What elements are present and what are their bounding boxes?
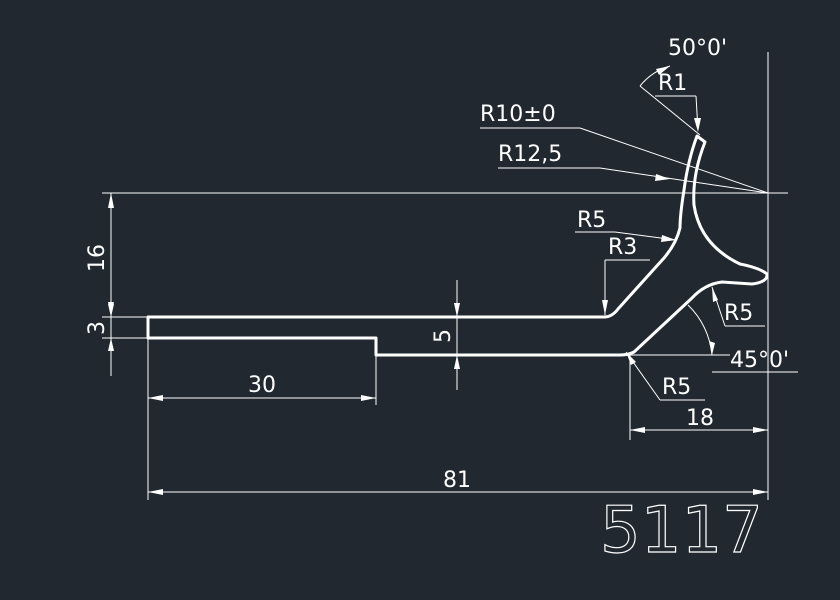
dim-arrow [148,489,163,495]
angle-leader [639,85,701,136]
dim-arrow [454,303,460,317]
dim-arrow [661,235,676,242]
angle-45-label: 45°0' [730,348,789,373]
r12-5-label: R12,5 [498,142,562,167]
part-number: 5117 [600,494,763,568]
angle-50-label: 50°0' [668,36,727,61]
dim-arrow [108,304,114,317]
dim-3-label: 3 [85,321,110,335]
r3-label: R3 [608,235,637,260]
dim-16-label: 16 [85,244,110,272]
r10-label: R10±0 [480,102,556,127]
r1-label: R1 [658,71,687,96]
dim-arrow [148,395,163,401]
dim-arrow [712,287,718,302]
dim-arrow [753,489,768,495]
dim-arrow [454,355,460,369]
dim-arrow [694,118,701,132]
dim-81-label: 81 [443,468,471,493]
r5-right-label: R5 [724,301,753,326]
dim-arrow [602,300,608,315]
dim-arrow [626,352,636,365]
dim-arrow [709,341,715,355]
leader-line [599,167,769,194]
dim-arrow [361,395,376,401]
dim-arrow [108,193,114,208]
profile-outline [146,134,769,357]
dim-arrow [656,66,670,75]
r5-lower-label: R5 [662,375,691,400]
dim-arrow [108,338,114,351]
dim-18-label: 18 [686,406,714,431]
angle-arc-45 [687,304,713,356]
dim-5-label: 5 [431,329,456,343]
leader-line [579,127,769,194]
r5-upper-label: R5 [577,208,606,233]
dim-arrow [753,427,768,433]
dim-arrow [630,427,645,433]
dim-arrow [655,174,670,181]
dim-30-label: 30 [248,373,276,398]
